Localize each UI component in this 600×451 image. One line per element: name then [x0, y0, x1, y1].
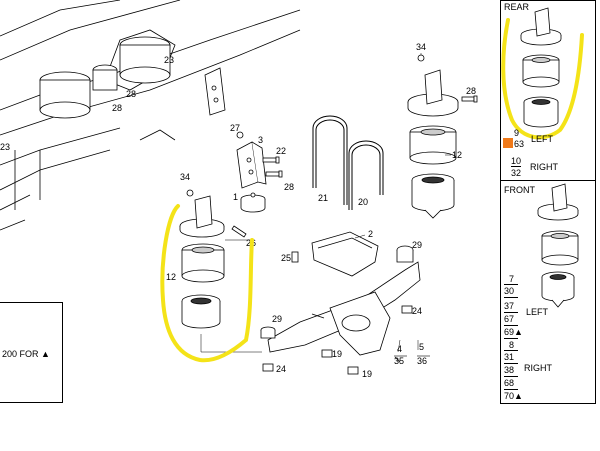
sep-line [504, 312, 518, 313]
bolt-26-left [231, 225, 247, 238]
sep-line [504, 325, 518, 326]
front-right-num-4: 70▲ [504, 391, 523, 401]
callout-29: 29 [412, 240, 422, 250]
rear-left-badge: 63 [514, 139, 525, 149]
front-left-label: LEFT [526, 307, 549, 317]
front-left-num-2: 37 [504, 301, 515, 311]
callout-23: 23 [164, 55, 174, 65]
callout-2: 2 [368, 229, 373, 239]
rubber-spring-upper-right [409, 125, 457, 165]
callout-25: 25 [281, 253, 291, 263]
front-right-num-1: 31 [504, 352, 515, 362]
air-bag-top-left [39, 36, 171, 119]
front-right-num-0: 8 [509, 340, 515, 350]
rubber-spring-lower-left [181, 294, 221, 329]
sep-line [504, 284, 518, 285]
front-left-num-1: 30 [504, 286, 515, 296]
u-bolt-21 [312, 115, 348, 205]
part-1 [240, 192, 266, 213]
callout-20: 20 [358, 197, 368, 207]
bracket-3 [236, 131, 267, 189]
highlight-marks [160, 18, 584, 363]
note-box [0, 302, 63, 403]
upper-mount-right [407, 54, 459, 117]
callout-1: 1 [233, 192, 238, 202]
callout-27: 27 [230, 123, 240, 133]
rear-right-num-a: 10 [511, 156, 522, 167]
callout-34: 34 [416, 42, 426, 52]
callout-35: 35 [394, 356, 404, 366]
callout-36: 36 [417, 356, 427, 366]
callout-12: 12 [452, 150, 462, 160]
front-right-num-2: 38 [504, 365, 515, 375]
note-text: 200 FOR ▲ [2, 349, 50, 359]
rear-title: REAR [504, 2, 530, 12]
rubber-spring-lower-right [411, 173, 455, 219]
leader-lines [200, 53, 451, 353]
front-right-label: RIGHT [524, 363, 552, 373]
callout-19: 19 [362, 369, 372, 379]
side-front-assembly [537, 183, 579, 308]
small-parts [262, 251, 413, 375]
leaf-spring-pad [311, 231, 379, 277]
rear-left-label: LEFT [531, 134, 554, 144]
rubber-spring-upper-left [181, 243, 225, 283]
front-left-num-0: 7 [509, 274, 515, 284]
u-bolt-20 [348, 140, 384, 210]
sep-line [504, 350, 518, 351]
sep-line [504, 389, 518, 390]
sep-line [504, 376, 518, 377]
side-panel [500, 0, 596, 404]
front-title: FRONT [504, 185, 535, 195]
bracket-top [204, 67, 226, 116]
rear-right-num-b: 32 [511, 168, 522, 178]
sep-line [504, 338, 518, 339]
callout-23: 23 [0, 142, 10, 152]
callout-34: 34 [180, 172, 190, 182]
callout-24: 24 [412, 306, 422, 316]
callout-19: 19 [332, 349, 342, 359]
callout-5: 5 [419, 342, 424, 352]
callout-22: 22 [276, 146, 286, 156]
front-left-num-4: 69▲ [504, 327, 523, 337]
callout-28: 28 [466, 86, 476, 96]
callout-21: 21 [318, 193, 328, 203]
callout-28: 28 [112, 103, 122, 113]
bolt-22 [262, 156, 283, 178]
upper-mount-left [179, 189, 225, 238]
highlight-badge-icon [503, 138, 513, 148]
side-rear-assembly [520, 7, 562, 128]
front-left-num-3: 67 [504, 314, 515, 324]
sep-line [504, 297, 518, 298]
callout-12: 12 [166, 272, 176, 282]
callout-4: 4 [397, 344, 402, 354]
callout-29: 29 [272, 314, 282, 324]
callout-3: 3 [258, 135, 263, 145]
side-divider [500, 180, 596, 181]
rear-left-num: 9 [514, 128, 520, 138]
axle-beam [260, 245, 421, 356]
callout-28: 28 [284, 182, 294, 192]
callout-28: 28 [126, 89, 136, 99]
front-right-num-3: 68 [504, 378, 515, 388]
rear-right-label: RIGHT [530, 162, 558, 172]
bolt-28-right [461, 95, 478, 103]
sep-line [504, 363, 518, 364]
callout-24: 24 [276, 364, 286, 374]
